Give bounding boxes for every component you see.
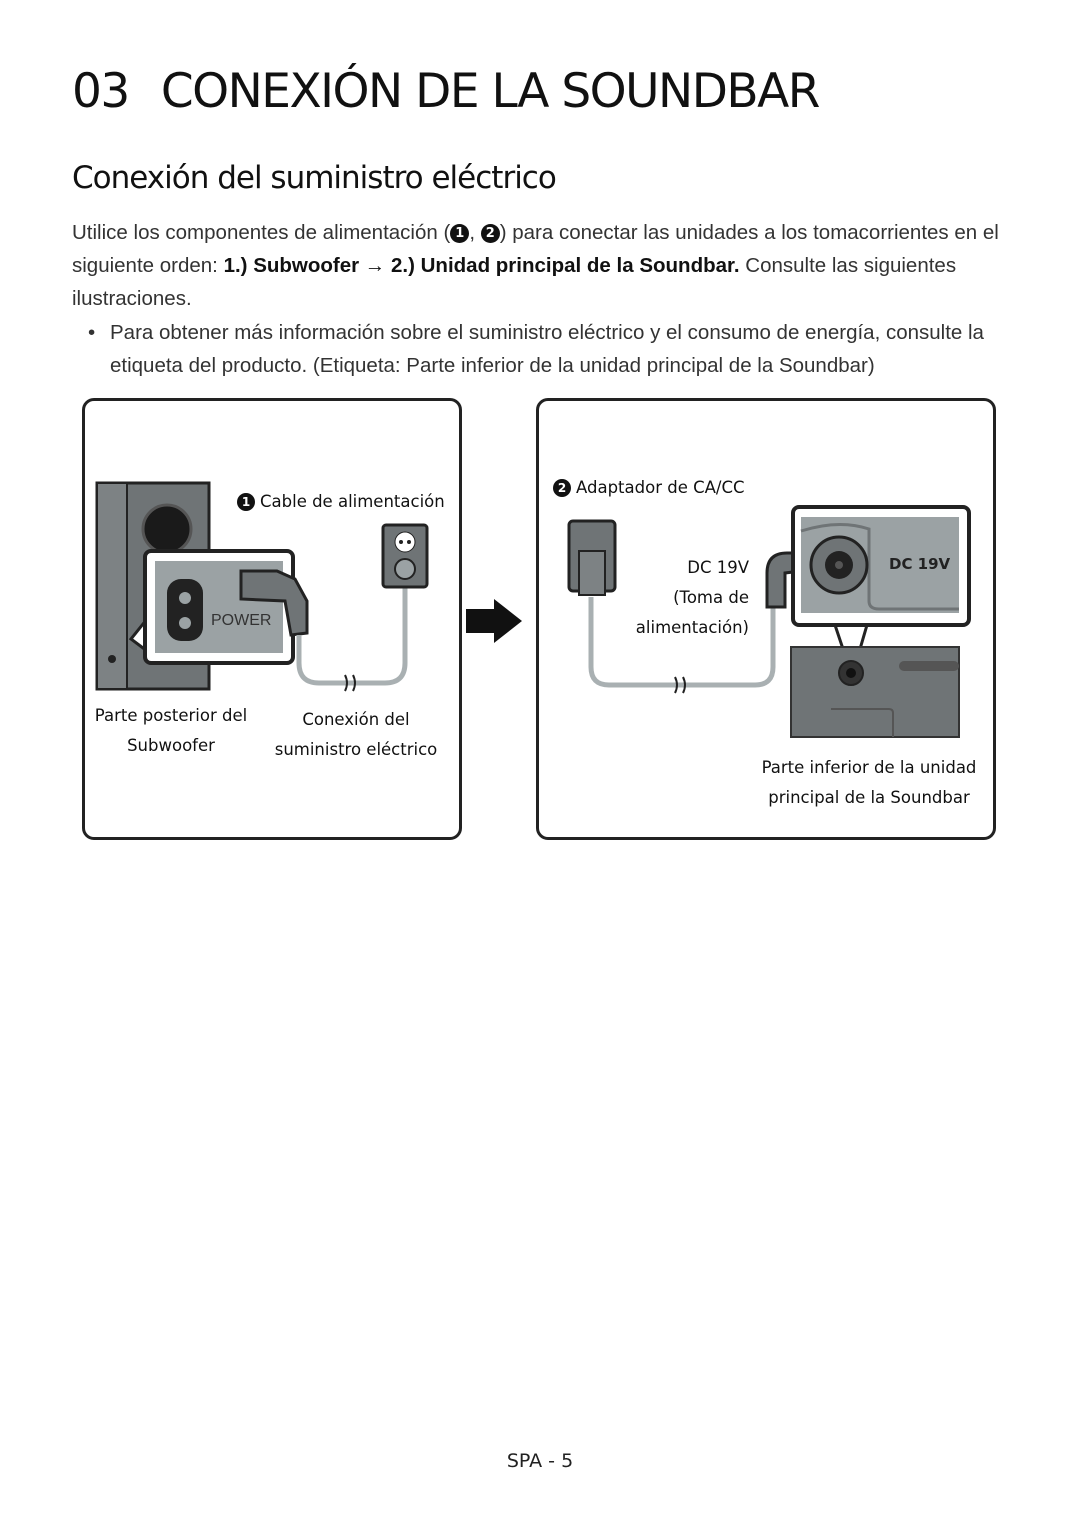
connection-label-line-1: Conexión del	[302, 710, 410, 729]
power-cable	[296, 585, 408, 686]
section-title: Conexión del suministro eléctrico	[72, 160, 557, 196]
soundbar-illustration: DC 19V	[567, 505, 971, 738]
note-item: • Para obtener más información sobre el s…	[88, 316, 1010, 382]
page-number: SPA - 5	[506, 1450, 574, 1472]
soundbar-slot	[899, 661, 959, 671]
cable-label: 1 Cable de alimentación	[237, 487, 445, 517]
dc-label: DC 19V	[687, 558, 749, 577]
rear-label-line-2: Subwoofer	[127, 736, 215, 755]
subwoofer-port	[141, 503, 193, 555]
connection-label: Conexión del suministro eléctrico	[265, 705, 447, 765]
soundbar-bottom	[790, 646, 960, 738]
subwoofer-jack	[108, 655, 116, 663]
outlet-face	[394, 531, 416, 553]
subwoofer-illustration: POWER	[95, 481, 429, 692]
note-text: Para obtener más información sobre el su…	[110, 321, 984, 377]
subwoofer-side	[96, 482, 128, 690]
right-arrow-icon	[466, 599, 522, 643]
adapter-label-text: Adaptador de CA/CC	[576, 478, 745, 497]
power-plug	[239, 569, 309, 637]
cable-break-icon	[344, 674, 356, 692]
power-text: POWER	[211, 612, 271, 629]
bottom-label-line-1: Parte inferior de la unidad	[761, 758, 977, 777]
cable-break-icon	[674, 676, 686, 694]
intro-text-3: Consulte las siguientes ilustraciones.	[72, 254, 957, 310]
badge-2-icon: 2	[480, 224, 500, 243]
outlet-plug	[394, 558, 416, 580]
toma-label: (Toma de alimentación)	[617, 583, 749, 643]
intro-order: 1.) Subwoofer → 2.) Unidad principal de …	[223, 254, 740, 277]
soundbar-illustration-panel: DC 19V 2 Adaptador de CA/CC DC 19V (Toma …	[536, 398, 996, 840]
intro-text-1: Utilice los componentes de alimentación …	[72, 221, 451, 244]
soundbar-bottom-label: Parte inferior de la unidad principal de …	[749, 753, 989, 813]
badge-1-icon: 1	[450, 224, 470, 243]
adapter-cable	[588, 597, 776, 688]
bottom-label-line-2: principal de la Soundbar	[768, 788, 970, 807]
badge-1-icon: 1	[237, 493, 255, 511]
power-socket	[167, 579, 203, 641]
badge-2-icon: 2	[553, 479, 571, 497]
bullet-icon: •	[88, 321, 96, 344]
toma-label-line-2: alimentación)	[635, 618, 749, 637]
wall-outlet	[381, 523, 429, 589]
connection-label-line-2: suministro eléctrico	[274, 740, 438, 759]
adapter-label: 2 Adaptador de CA/CC	[553, 473, 745, 503]
socket-pin-2	[179, 617, 191, 629]
adapter-plug	[578, 550, 606, 596]
port-text: DC 19V	[889, 555, 951, 573]
intro-paragraph: Utilice los componentes de alimentación …	[72, 216, 1012, 315]
cable-label-text: Cable de alimentación	[260, 492, 445, 511]
chapter-title: 03 CONEXIÓN DE LA SOUNDBAR	[72, 64, 821, 119]
chapter-number: 03	[72, 64, 130, 119]
socket-pin-1	[179, 592, 191, 604]
intro-sep: ,	[469, 221, 481, 244]
subwoofer-illustration-panel: POWER 1 Cable de alimentación Parte poste…	[82, 398, 462, 840]
chapter-title-text: CONEXIÓN DE LA SOUNDBAR	[160, 64, 821, 119]
intro-text-2: ) para conectar las unidades a los tomac…	[72, 221, 999, 277]
toma-label-line-1: (Toma de	[673, 588, 749, 607]
rear-label-line-1: Parte posterior del	[94, 706, 248, 725]
